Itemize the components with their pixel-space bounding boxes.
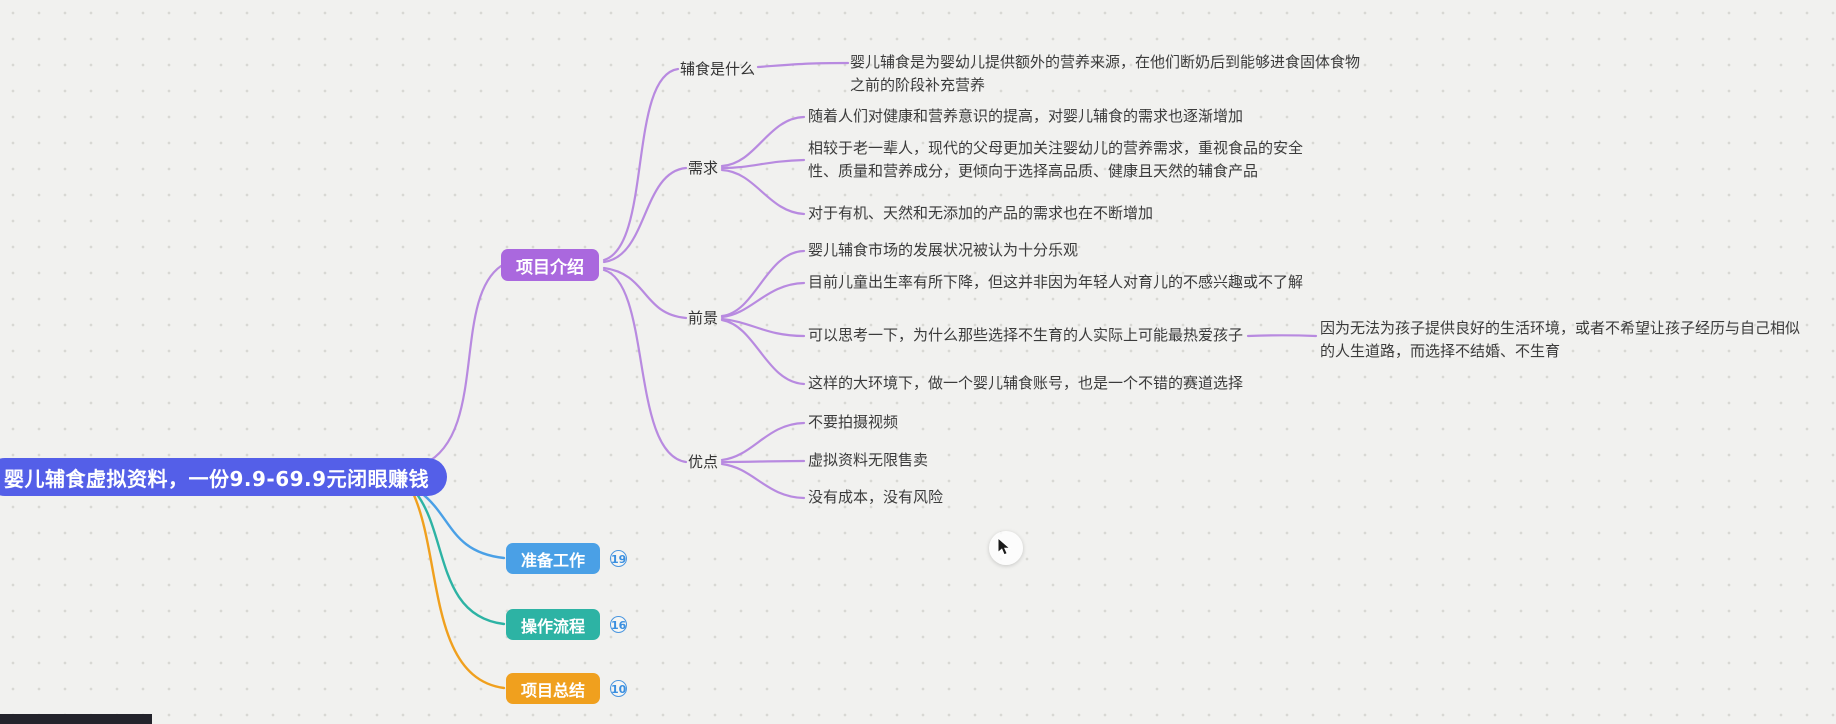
- edge-intro-demand: [602, 166, 688, 264]
- edge-intro-advantage: [602, 268, 688, 464]
- topic-what[interactable]: 辅食是什么: [680, 60, 756, 78]
- note-advantage-1[interactable]: 不要拍摄视频: [808, 413, 899, 431]
- edge-what-note: [756, 61, 850, 69]
- edge-root-intro: [422, 264, 503, 466]
- root-node[interactable]: 婴儿辅食虚拟资料，一份9.9-69.9元闭眼赚钱: [0, 458, 448, 496]
- bottom-bar-fragment: [0, 714, 152, 724]
- note-prospect-1[interactable]: 婴儿辅食市场的发展状况被认为十分乐观: [808, 241, 1079, 259]
- topic-demand[interactable]: 需求: [688, 159, 719, 177]
- note-advantage-2[interactable]: 虚拟资料无限售卖: [808, 451, 929, 469]
- edge-prospect-n1: [720, 249, 806, 318]
- expand-badge-summary[interactable]: 10: [610, 680, 627, 697]
- note-demand-3[interactable]: 对于有机、天然和无添加的产品的需求也在不断增加: [808, 204, 1154, 222]
- edge-demand-n1: [720, 115, 806, 168]
- note-demand-2[interactable]: 相较于老一辈人，现代的父母更加关注婴幼儿的营养需求，重视食品的安全性、质量和营养…: [808, 139, 1304, 180]
- edge-intro-prospect: [602, 266, 688, 320]
- edge-intro-what: [602, 67, 680, 262]
- edge-prospect-n3: [720, 317, 806, 338]
- expand-badge-process[interactable]: 16: [610, 616, 627, 633]
- edge-n3-subnote: [1246, 334, 1318, 338]
- edge-root-process: [414, 491, 506, 626]
- cursor-arrow-icon: [997, 537, 1012, 556]
- edge-advantage-n1: [720, 421, 806, 462]
- edge-root-prep: [418, 490, 506, 560]
- expand-badge-prep[interactable]: 19: [610, 550, 627, 567]
- note-prospect-3-sub[interactable]: 因为无法为孩子提供良好的生活环境，或者不希望让孩子经历与自己相似的人生道路，而选…: [1320, 319, 1801, 360]
- edge-advantage-n3: [720, 462, 806, 500]
- note-prospect-4[interactable]: 这样的大环境下，做一个婴儿辅食账号，也是一个不错的赛道选择: [808, 374, 1244, 392]
- edge-root-summary: [411, 491, 506, 690]
- topic-prospect[interactable]: 前景: [688, 309, 719, 327]
- edge-demand-n3: [720, 168, 806, 216]
- branch-node-process[interactable]: 操作流程: [506, 609, 601, 640]
- edge-demand-n2: [720, 158, 806, 170]
- note-prospect-3[interactable]: 可以思考一下，为什么那些选择不生育的人实际上可能最热爱孩子: [808, 326, 1244, 344]
- edge-advantage-n2: [720, 459, 806, 464]
- branch-node-intro[interactable]: 项目介绍: [501, 249, 599, 281]
- branch-node-summary[interactable]: 项目总结: [506, 673, 601, 704]
- note-what-1[interactable]: 婴儿辅食是为婴幼儿提供额外的营养来源，在他们断奶后到能够进食固体食物之前的阶段补…: [850, 53, 1361, 94]
- topic-advantage[interactable]: 优点: [688, 453, 719, 471]
- note-demand-1[interactable]: 随着人们对健康和营养意识的提高，对婴儿辅食的需求也逐渐增加: [808, 107, 1244, 125]
- branch-node-prep[interactable]: 准备工作: [506, 543, 601, 574]
- mouse-cursor: [989, 531, 1023, 565]
- edge-prospect-n2: [720, 281, 806, 319]
- note-advantage-3[interactable]: 没有成本，没有风险: [808, 488, 944, 506]
- note-prospect-2[interactable]: 目前儿童出生率有所下降，但这并非因为年轻人对育儿的不感兴趣或不了解: [808, 273, 1304, 291]
- edge-prospect-n4: [720, 318, 806, 386]
